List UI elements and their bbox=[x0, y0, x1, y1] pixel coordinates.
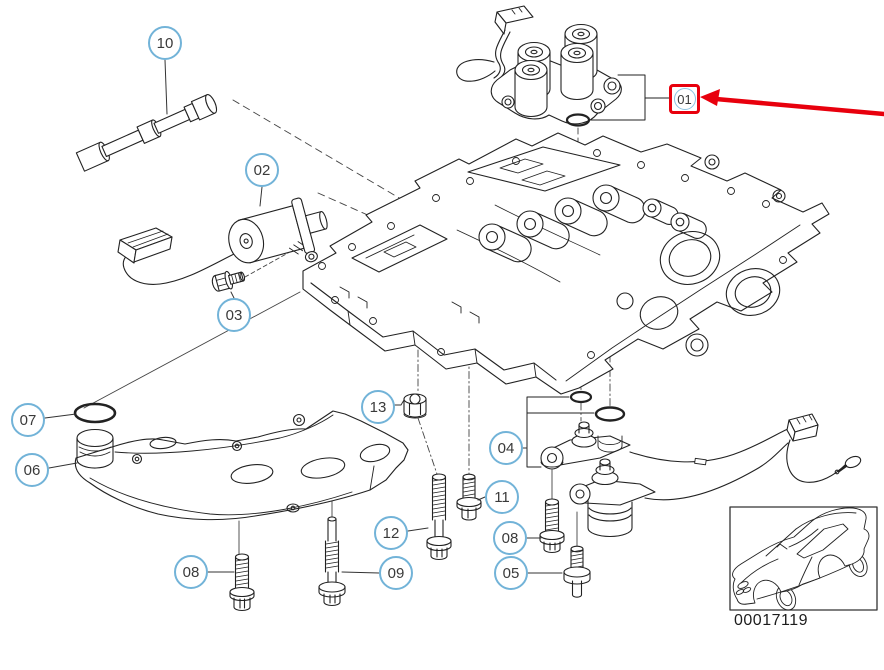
part-01-solenoid-pack-drawing bbox=[456, 5, 670, 127]
part-02-solenoid-drawing bbox=[117, 197, 328, 285]
part-08-left-bolt-drawing bbox=[229, 553, 255, 612]
highlight-frame: 01 bbox=[669, 84, 700, 114]
part-04-regulator-assembly-drawing bbox=[526, 390, 862, 538]
callout-04-bracket bbox=[526, 396, 595, 468]
callout-02[interactable]: 02 bbox=[245, 153, 279, 187]
callout-11-label: 11 bbox=[494, 488, 510, 506]
callout-04[interactable]: 04 bbox=[489, 431, 523, 465]
callout-11[interactable]: 11 bbox=[485, 480, 519, 514]
part-06-filter-drawing bbox=[73, 402, 409, 521]
callout-01[interactable]: 01 bbox=[673, 88, 696, 110]
callout-05[interactable]: 05 bbox=[494, 556, 528, 590]
valve-body-drawing bbox=[302, 132, 830, 395]
leader-lines bbox=[44, 59, 563, 574]
callout-06[interactable]: 06 bbox=[15, 453, 49, 487]
callout-07-label: 07 bbox=[19, 411, 37, 429]
callout-03[interactable]: 03 bbox=[217, 298, 251, 332]
part-11-screw-drawing bbox=[456, 473, 482, 521]
vehicle-thumbnail bbox=[729, 506, 878, 611]
part-13-nut-drawing bbox=[403, 393, 427, 419]
callout-08-right-label: 08 bbox=[501, 529, 519, 547]
callout-05-label: 05 bbox=[502, 564, 520, 582]
part-07-o-ring bbox=[73, 402, 117, 424]
callout-09[interactable]: 09 bbox=[379, 556, 413, 590]
callout-13[interactable]: 13 bbox=[361, 390, 395, 424]
filter-neck bbox=[76, 428, 114, 448]
part-09-bolt-drawing bbox=[318, 516, 346, 607]
callout-06-label: 06 bbox=[23, 461, 41, 479]
callout-07[interactable]: 07 bbox=[11, 403, 45, 437]
callout-08-left[interactable]: 08 bbox=[174, 555, 208, 589]
part-04-o-ring-small bbox=[569, 390, 593, 404]
part-01-o-ring bbox=[565, 113, 591, 127]
callout-08-right[interactable]: 08 bbox=[493, 521, 527, 555]
callout-12[interactable]: 12 bbox=[374, 516, 408, 550]
callout-02-label: 02 bbox=[253, 161, 271, 179]
figure-number: 00017119 bbox=[734, 612, 808, 629]
part-03-bolt-drawing bbox=[211, 270, 246, 292]
callout-10-label: 10 bbox=[156, 34, 174, 52]
part-04-o-ring-large bbox=[594, 406, 626, 422]
callout-04-label: 04 bbox=[497, 439, 515, 457]
callout-13-label: 13 bbox=[369, 398, 387, 416]
callout-03-label: 03 bbox=[225, 306, 243, 324]
part-05-screw-drawing bbox=[563, 545, 591, 598]
part-08-right-bolt-drawing bbox=[539, 498, 565, 554]
part-12-bolt-drawing bbox=[426, 473, 452, 561]
callout-01-label: 01 bbox=[677, 91, 692, 107]
callout-01-bracket bbox=[590, 74, 670, 121]
callout-08-left-label: 08 bbox=[182, 563, 200, 581]
callout-10[interactable]: 10 bbox=[148, 26, 182, 60]
callout-12-label: 12 bbox=[382, 524, 400, 542]
callout-09-label: 09 bbox=[387, 564, 405, 582]
highlight-arrow bbox=[700, 89, 884, 117]
part-10-pipe-drawing bbox=[75, 94, 218, 172]
